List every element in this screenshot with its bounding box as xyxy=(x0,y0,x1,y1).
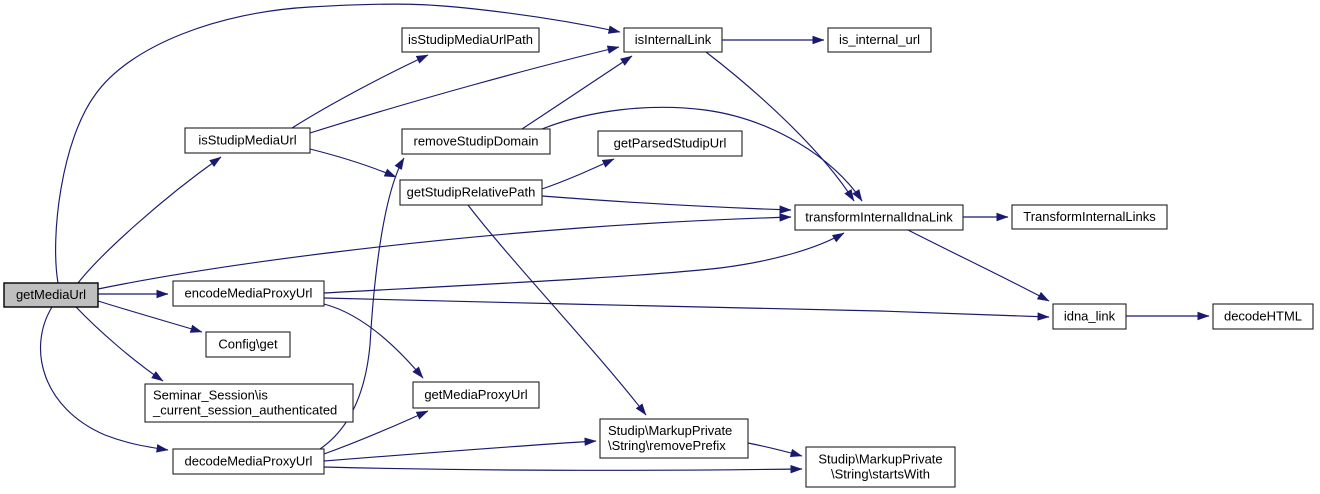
edge-isStudipMediaUrl-to-isStudipMediaUrlPath xyxy=(291,54,429,129)
edge-getStudipRelativePath-to-Studip_MarkupPrivate_String_removePrefix xyxy=(467,204,647,416)
node-removeStudipDomain[interactable]: removeStudipDomain xyxy=(401,128,551,155)
node-box xyxy=(1212,303,1314,330)
node-label: getMediaUrl xyxy=(16,287,86,302)
edge-encodeMediaProxyUrl-to-getMediaProxyUrl xyxy=(323,303,424,379)
node-getStudipRelativePath[interactable]: getStudipRelativePath xyxy=(399,179,543,206)
node-box xyxy=(172,280,325,307)
node-box xyxy=(1011,204,1168,230)
node-box xyxy=(1052,303,1127,330)
edge-decodeMediaProxyUrl-to-getMediaProxyUrl xyxy=(323,410,429,455)
edge-encodeMediaProxyUrl-to-idna_link xyxy=(323,297,1050,321)
node-label: getStudipRelativePath xyxy=(407,185,536,200)
node-box xyxy=(623,27,723,53)
node-box xyxy=(184,127,311,154)
node-label: isStudipMediaUrlPath xyxy=(408,32,533,47)
node-label: isInternalLink xyxy=(635,32,712,47)
node-label: Seminar_Session\is_current_session_authe… xyxy=(152,388,337,418)
node-label: transformInternalIdnaLink xyxy=(805,210,953,225)
node-label: Studip\MarkupPrivate\String\startsWith xyxy=(818,452,942,482)
edge-getMediaUrl-to-Seminar_Session_is_current_session_authenticated xyxy=(75,306,164,382)
edge-removeStudipDomain-to-isInternalLink xyxy=(521,55,633,130)
node-label: getParsedStudipUrl xyxy=(614,136,727,151)
edge-decodeMediaProxyUrl-to-Studip_MarkupPrivate_String_removePrefix xyxy=(323,437,597,462)
edge-transformInternalIdnaLink-to-idna_link xyxy=(907,229,1050,302)
edge-getMediaUrl-to-Config_get xyxy=(97,300,203,333)
node-box xyxy=(412,381,540,409)
node-box xyxy=(805,446,956,488)
node-box xyxy=(399,179,543,206)
edge-isStudipMediaUrl-to-isInternalLink xyxy=(309,45,620,134)
node-box xyxy=(597,130,743,157)
edge-getMediaUrl-to-decodeMediaProxyUrl xyxy=(39,306,169,453)
node-idna_link[interactable]: idna_link xyxy=(1052,303,1127,330)
node-box xyxy=(172,448,325,475)
edge-getMediaUrl-to-transformInternalIdnaLink xyxy=(97,213,792,290)
node-label: Studip\MarkupPrivate\String\removePrefix xyxy=(608,423,732,453)
node-label: idna_link xyxy=(1064,309,1116,324)
edge-decodeMediaProxyUrl-to-Studip_MarkupPrivate_String_startsWith xyxy=(323,464,803,474)
node-isStudipMediaUrlPath[interactable]: isStudipMediaUrlPath xyxy=(401,27,540,53)
edge-encodeMediaProxyUrl-to-transformInternalIdnaLink xyxy=(323,232,845,294)
node-label: TransformInternalLinks xyxy=(1023,209,1156,224)
node-label: is_internal_url xyxy=(839,32,920,47)
node-getParsedStudipUrl[interactable]: getParsedStudipUrl xyxy=(597,130,743,157)
node-label: removeStudipDomain xyxy=(413,134,538,149)
node-box xyxy=(401,27,540,53)
node-encodeMediaProxyUrl[interactable]: encodeMediaProxyUrl xyxy=(172,280,325,307)
node-label: decodeMediaProxyUrl xyxy=(185,454,313,469)
node-getMediaProxyUrl[interactable]: getMediaProxyUrl xyxy=(412,381,540,409)
node-is_internal_url[interactable]: is_internal_url xyxy=(827,27,932,53)
edge-isStudipMediaUrl-to-getStudipRelativePath xyxy=(309,148,397,178)
node-TransformInternalLinks[interactable]: TransformInternalLinks xyxy=(1011,204,1168,230)
node-box xyxy=(205,331,291,358)
edge-getStudipRelativePath-to-getParsedStudipUrl xyxy=(541,158,615,190)
node-decodeMediaProxyUrl[interactable]: decodeMediaProxyUrl xyxy=(172,448,325,475)
node-decodeHTML[interactable]: decodeHTML xyxy=(1212,303,1314,330)
edge-getMediaUrl-to-isStudipMediaUrl xyxy=(77,156,222,284)
node-Config_get[interactable]: Config\get xyxy=(205,331,291,358)
node-box xyxy=(827,27,932,53)
edge-Studip_MarkupPrivate_String_removePrefix-to-Studip_MarkupPrivate_String_startsWith xyxy=(747,442,803,457)
node-box xyxy=(794,204,964,231)
node-isInternalLink[interactable]: isInternalLink xyxy=(623,27,723,53)
node-label: decodeHTML xyxy=(1224,309,1302,324)
node-Studip_MarkupPrivate_String_startsWith[interactable]: Studip\MarkupPrivate\String\startsWith xyxy=(805,446,956,488)
edge-getMediaUrl-to-isInternalLink xyxy=(55,3,621,284)
node-box xyxy=(401,128,551,155)
node-box xyxy=(599,418,749,459)
node-label: getMediaProxyUrl xyxy=(424,387,527,402)
node-label: encodeMediaProxyUrl xyxy=(185,286,313,301)
node-box xyxy=(3,282,99,308)
node-isStudipMediaUrl[interactable]: isStudipMediaUrl xyxy=(184,127,311,154)
edge-getStudipRelativePath-to-transformInternalIdnaLink xyxy=(541,195,792,214)
node-Seminar_Session_is_current_session_authenticated[interactable]: Seminar_Session\is_current_session_authe… xyxy=(144,383,354,423)
node-transformInternalIdnaLink[interactable]: transformInternalIdnaLink xyxy=(794,204,964,231)
node-getMediaUrl[interactable]: getMediaUrl xyxy=(3,282,99,308)
node-Studip_MarkupPrivate_String_removePrefix[interactable]: Studip\MarkupPrivate\String\removePrefix xyxy=(599,418,749,459)
node-label: Config\get xyxy=(218,337,278,352)
node-label: isStudipMediaUrl xyxy=(198,133,296,148)
node-box xyxy=(144,383,354,423)
edge-removeStudipDomain-to-transformInternalIdnaLink xyxy=(541,106,863,202)
edge-isInternalLink-to-transformInternalIdnaLink xyxy=(705,51,855,202)
